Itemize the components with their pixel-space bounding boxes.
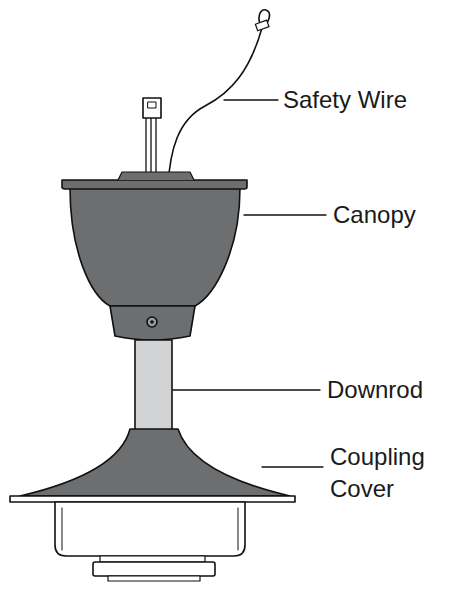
safety-wire bbox=[168, 28, 262, 186]
set-screw bbox=[147, 317, 157, 327]
connector-latch bbox=[148, 102, 156, 108]
canopy bbox=[70, 188, 240, 306]
part-label: Canopy bbox=[333, 199, 458, 231]
canopy-collar bbox=[110, 306, 195, 340]
wire-connector bbox=[143, 98, 161, 118]
canopy-rim bbox=[62, 180, 247, 189]
housing-edge bbox=[62, 508, 238, 550]
part-label: Coupling Cover bbox=[330, 441, 456, 505]
leader-line bbox=[262, 466, 323, 467]
part-label: Downrod bbox=[327, 374, 457, 406]
downrod bbox=[135, 340, 172, 430]
leader-line bbox=[224, 99, 278, 100]
leader-line bbox=[173, 389, 320, 390]
set-screw-head bbox=[150, 320, 154, 324]
wire-clamp bbox=[255, 20, 269, 31]
part-label: Safety Wire bbox=[283, 84, 458, 116]
leader-line bbox=[244, 214, 326, 215]
coupling-cover bbox=[20, 429, 290, 496]
canopy-top bbox=[118, 172, 194, 180]
plate-lip bbox=[108, 576, 200, 581]
housing-neck bbox=[100, 556, 205, 562]
motor-housing bbox=[55, 502, 245, 556]
cover-rim bbox=[10, 496, 295, 502]
mounting-plate bbox=[93, 562, 215, 576]
